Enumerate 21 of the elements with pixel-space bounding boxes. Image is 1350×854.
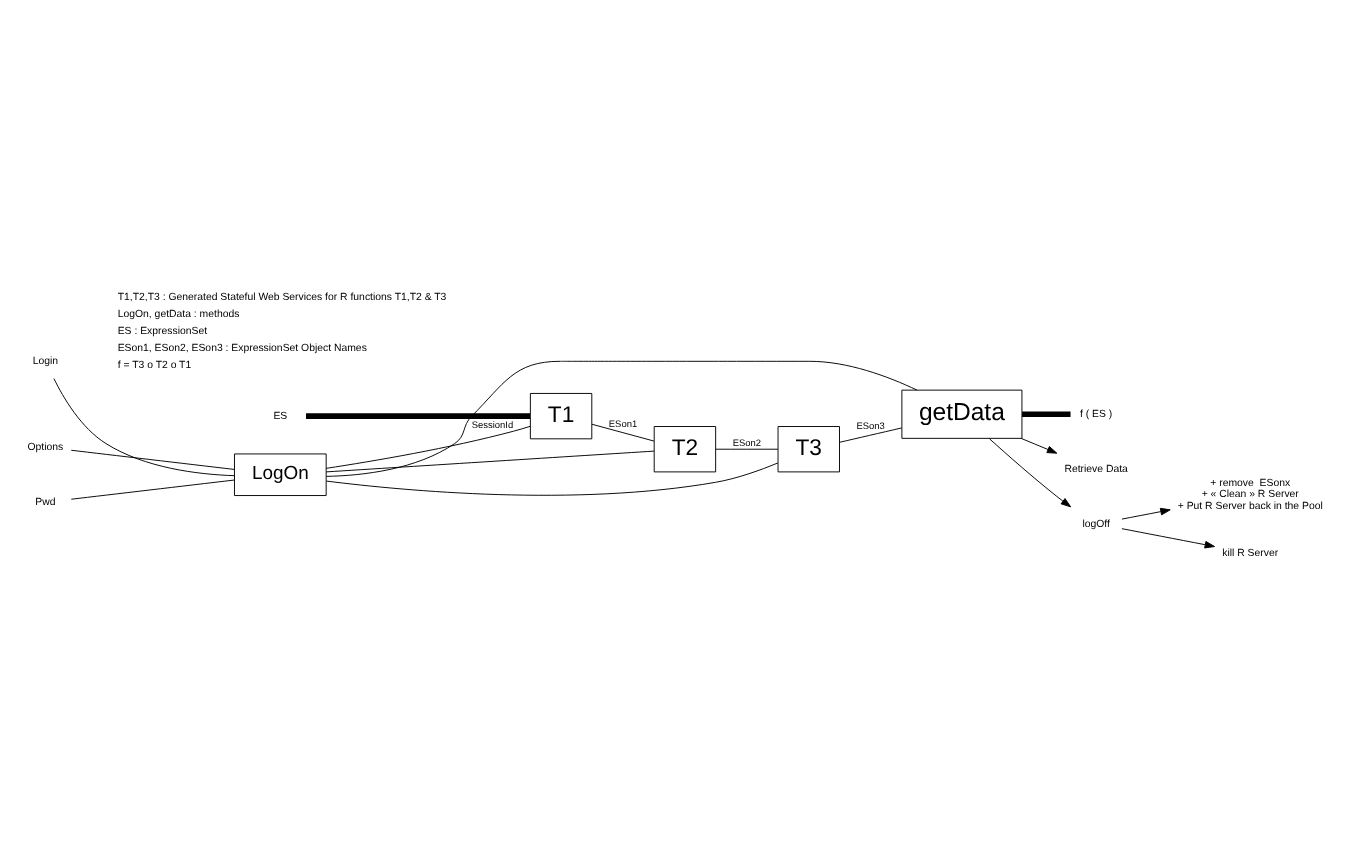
connector <box>306 413 531 419</box>
node-box: getData <box>901 389 1023 439</box>
node-box: T3 <box>777 426 840 473</box>
connector <box>325 425 531 469</box>
connector <box>53 378 235 477</box>
arrow <box>988 438 1072 508</box>
connector <box>839 427 903 443</box>
node-box: T2 <box>653 426 717 473</box>
connector <box>70 449 235 470</box>
node-box: T1 <box>529 392 593 440</box>
connector <box>325 450 655 473</box>
connector <box>715 448 779 450</box>
node-box: LogOn <box>234 453 327 496</box>
arrow <box>1020 437 1058 454</box>
connector <box>325 462 779 496</box>
arrow <box>1121 507 1171 520</box>
connector <box>70 479 235 500</box>
connector <box>325 360 918 477</box>
connector <box>1022 411 1071 418</box>
connector <box>591 423 655 442</box>
arrow <box>1121 528 1216 549</box>
